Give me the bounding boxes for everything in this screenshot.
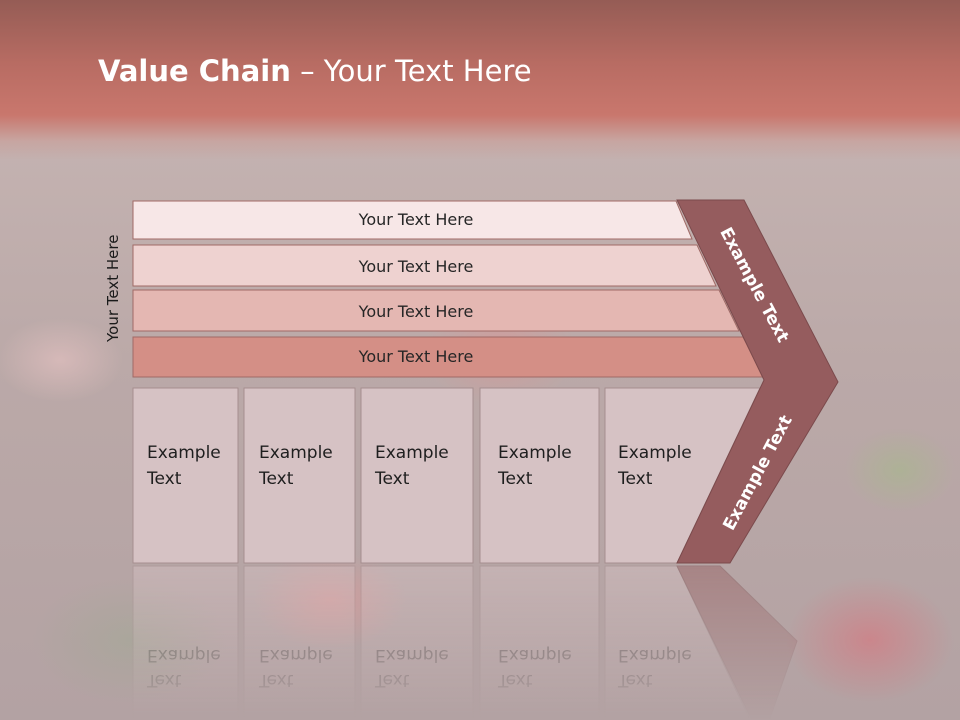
reflection-text: Example [147, 645, 221, 665]
activity-box-4-line1: Example [498, 443, 572, 463]
band-3[interactable]: Your Text Here [132, 289, 740, 332]
activity-box-2-line1: Example [259, 443, 333, 463]
band-1-label: Your Text Here [358, 210, 474, 229]
activity-box-1[interactable]: Example Text [132, 387, 239, 564]
title-rest: – Your Text Here [290, 54, 532, 88]
reflection-text: Text [617, 670, 653, 690]
band-2-label: Your Text Here [358, 257, 474, 276]
slide-title: Value Chain – Your Text Here [98, 54, 532, 88]
activity-box-4-line2: Text [497, 469, 533, 489]
band-2[interactable]: Your Text Here [132, 244, 717, 287]
reflection-text: Text [258, 670, 294, 690]
activity-box-2[interactable]: Example Text [243, 387, 356, 564]
title-bold: Value Chain [98, 54, 291, 88]
diagram-reflection: Example Text Example Text Example Text E… [132, 565, 798, 720]
band-1[interactable]: Your Text Here [132, 200, 693, 240]
band-3-label: Your Text Here [358, 302, 474, 321]
activity-box-3-line2: Text [374, 469, 410, 489]
activity-box-5-line1: Example [618, 443, 692, 463]
reflection-text: Example [618, 645, 692, 665]
activity-box-5-line2: Text [617, 469, 653, 489]
activity-box-1-line1: Example [147, 443, 221, 463]
activity-box-3-line1: Example [375, 443, 449, 463]
activity-box-2-line2: Text [258, 469, 294, 489]
header-band [0, 0, 960, 160]
reflection-text: Example [259, 645, 333, 665]
band-4-label: Your Text Here [358, 347, 474, 366]
reflection-text: Example [498, 645, 572, 665]
activity-box-3[interactable]: Example Text [360, 387, 474, 564]
band-4[interactable]: Your Text Here [132, 336, 765, 378]
reflection-text: Example [375, 645, 449, 665]
reflection-text: Text [497, 670, 533, 690]
activity-box-1-line2: Text [146, 469, 182, 489]
reflection-text: Text [146, 670, 182, 690]
reflection-text: Text [374, 670, 410, 690]
activity-box-4[interactable]: Example Text [479, 387, 600, 564]
activity-box-5[interactable]: Example Text [604, 387, 761, 564]
